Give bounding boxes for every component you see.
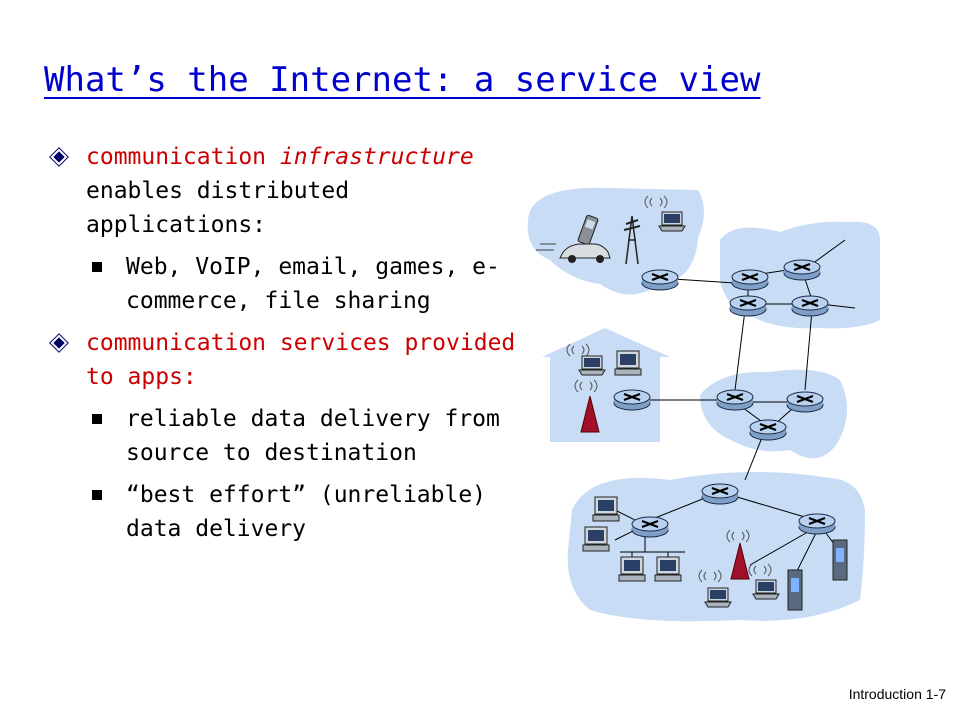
- router-icon: [728, 294, 768, 318]
- square-bullet-icon: [92, 490, 102, 500]
- diamond-bullet-icon: [50, 327, 68, 359]
- router-icon: [797, 512, 837, 536]
- slide-footer: Introduction 1-7: [848, 686, 946, 702]
- desktop-icon: [654, 556, 682, 582]
- isp-local-cloud: [700, 369, 848, 459]
- desktop-icon: [592, 496, 620, 522]
- sub-bullet-reliable: reliable data delivery from source to de…: [50, 402, 520, 470]
- desktop-icon: [618, 556, 646, 582]
- cellphone-icon: [577, 214, 599, 246]
- sub-bullet-text: “best effort” (unreliable) data delivery: [126, 482, 487, 542]
- router-icon: [700, 482, 740, 506]
- router-icon: [612, 388, 652, 412]
- slide-title: What’s the Internet: a service view: [44, 60, 761, 100]
- bullet-list: communication infrastructure enables dis…: [50, 140, 520, 554]
- laptop-icon: [752, 579, 780, 600]
- network-diagram: [527, 187, 880, 622]
- sub-bullet-text: Web, VoIP, email, games, e-commerce, fil…: [126, 254, 500, 314]
- router-icon: [630, 515, 670, 539]
- mobile-network-cloud: [527, 187, 704, 295]
- router-icon: [790, 294, 830, 318]
- desktop-icon: [614, 350, 642, 376]
- router-icon: [748, 418, 788, 442]
- bullet-text-part: communication: [86, 144, 280, 170]
- bullet-text-part: infrastructure: [279, 144, 474, 170]
- bullet-services: communication services provided to apps:: [50, 326, 520, 394]
- diamond-bullet-icon: [50, 141, 68, 173]
- router-icon: [782, 258, 822, 282]
- cell-tower-icon: [623, 215, 641, 265]
- router-icon: [640, 268, 680, 292]
- bullet-infrastructure: communication infrastructure enables dis…: [50, 140, 520, 242]
- sub-bullet-text: reliable data delivery from source to de…: [126, 406, 500, 466]
- router-icon: [715, 388, 755, 412]
- bullet-text-part: communication services provided to apps:: [86, 330, 516, 390]
- square-bullet-icon: [92, 414, 102, 424]
- laptop-icon: [704, 587, 732, 608]
- router-icon: [785, 390, 825, 414]
- sub-bullet-applications: Web, VoIP, email, games, e-commerce, fil…: [50, 250, 520, 318]
- desktop-icon: [582, 526, 610, 552]
- home-network-house: [542, 328, 670, 442]
- laptop-icon: [578, 355, 606, 376]
- bullet-text-part: enables distributed applications:: [86, 178, 350, 238]
- laptop-icon: [658, 211, 686, 232]
- server-icon: [787, 569, 803, 611]
- car-icon: [536, 243, 611, 263]
- router-icon: [730, 268, 770, 292]
- square-bullet-icon: [92, 262, 102, 272]
- sub-bullet-best-effort: “best effort” (unreliable) data delivery: [50, 478, 520, 546]
- server-icon: [832, 539, 848, 581]
